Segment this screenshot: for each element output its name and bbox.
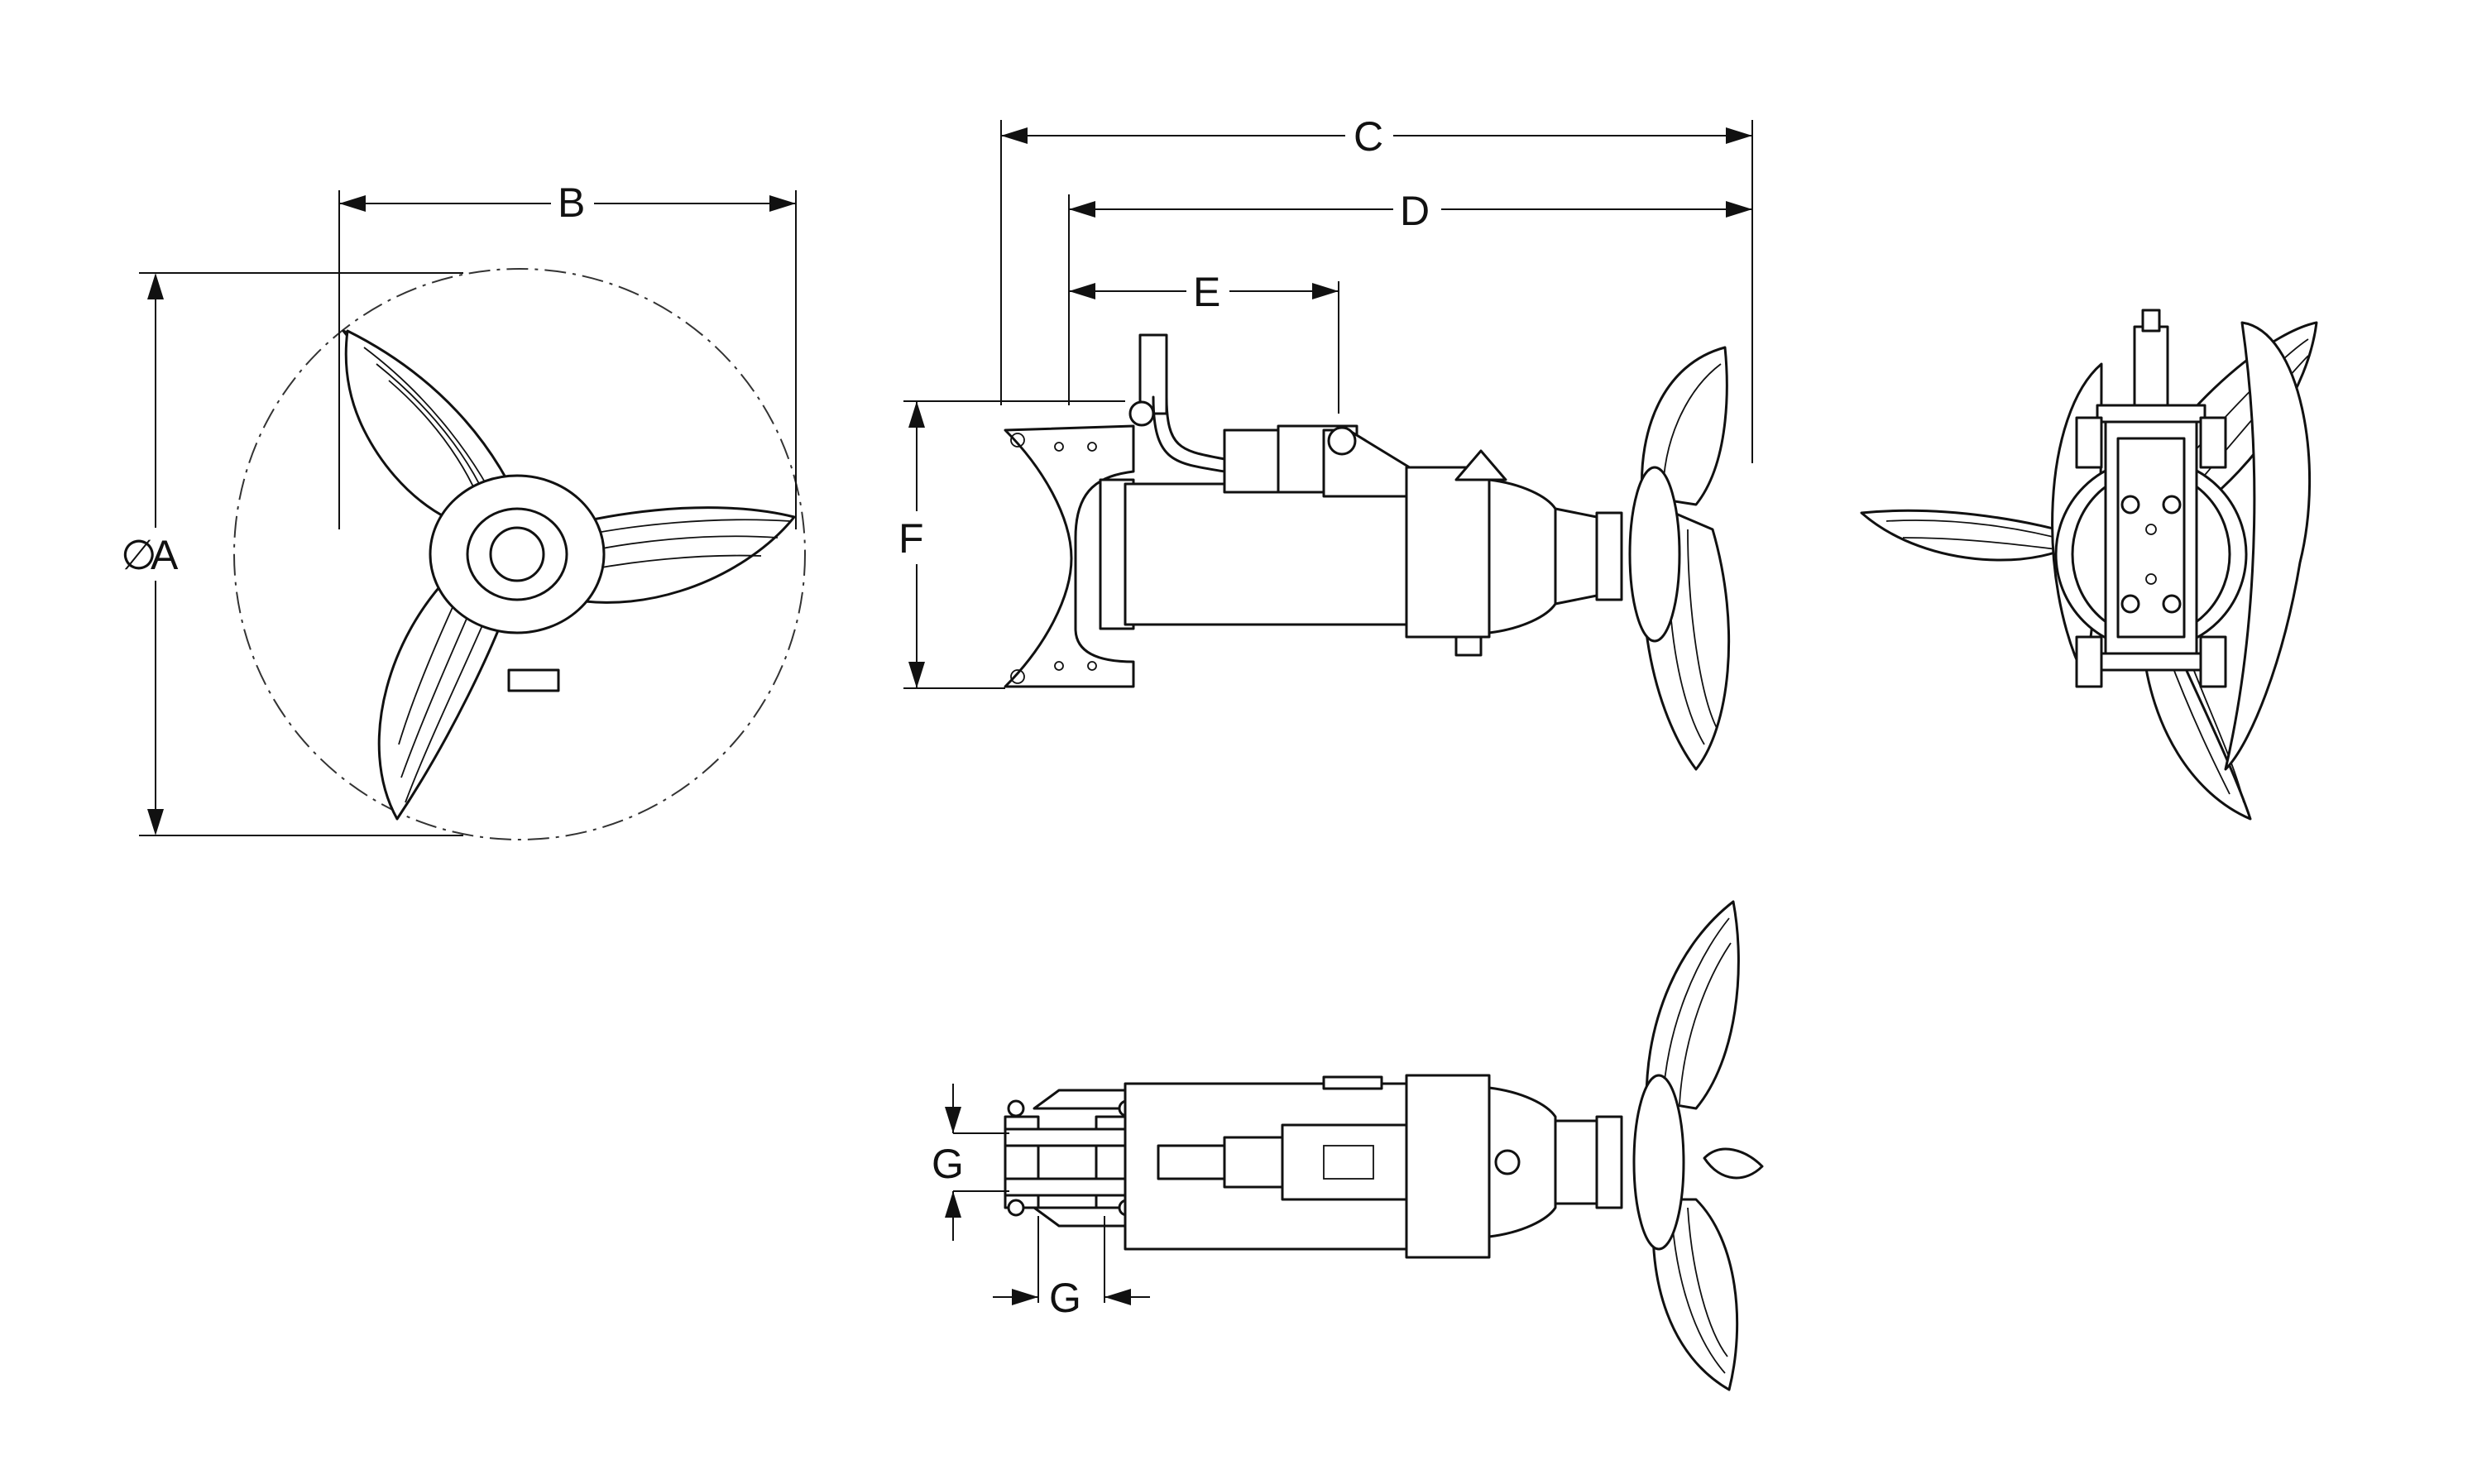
top-propeller xyxy=(1632,900,1764,1391)
dimension-f-label: F xyxy=(898,515,924,562)
dimension-c-label: C xyxy=(1354,113,1383,160)
dimension-e-label: E xyxy=(1193,269,1220,315)
front-propeller xyxy=(342,329,796,821)
dimension-d-label: D xyxy=(1400,188,1430,234)
top-view: G G xyxy=(927,900,1764,1391)
front-view: ∅ A B xyxy=(116,175,806,840)
rear-view xyxy=(1860,309,2318,821)
dimension-b-label: B xyxy=(558,180,585,226)
side-view: C D E F xyxy=(894,108,1753,771)
diameter-symbol: ∅ xyxy=(121,532,157,578)
side-propeller xyxy=(1628,346,1731,771)
dimension-g-vertical-label: G xyxy=(932,1141,964,1187)
dimension-a-label: A xyxy=(151,532,179,578)
dimension-g-horizontal-label: G xyxy=(1049,1275,1081,1321)
sweep-circle xyxy=(233,268,806,840)
